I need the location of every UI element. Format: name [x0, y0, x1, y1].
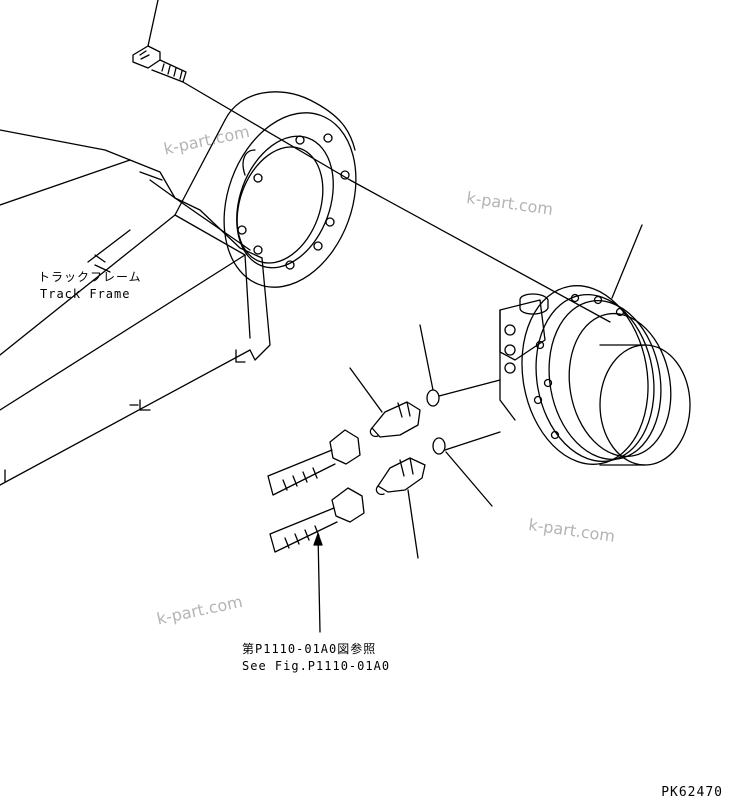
- fittings: [349, 367, 426, 559]
- track-frame-label-en: Track Frame: [40, 287, 131, 301]
- motor-flange: [174, 91, 357, 288]
- track-frame: [0, 129, 271, 486]
- track-frame-label-jp: トラックフレーム: [38, 270, 142, 284]
- leader-lines: [87, 229, 131, 263]
- mounting-bolt: [132, 0, 351, 181]
- o-rings: [419, 324, 501, 507]
- motor-bolt-holes: [533, 293, 625, 440]
- drawing-code: PK62470: [661, 785, 723, 800]
- hoses: [267, 429, 365, 633]
- travel-motor: [349, 179, 691, 466]
- reference-label-en: See Fig.P1110-01A0: [242, 659, 391, 673]
- reference-label-jp: 第P1110-01A0図参照: [242, 642, 377, 656]
